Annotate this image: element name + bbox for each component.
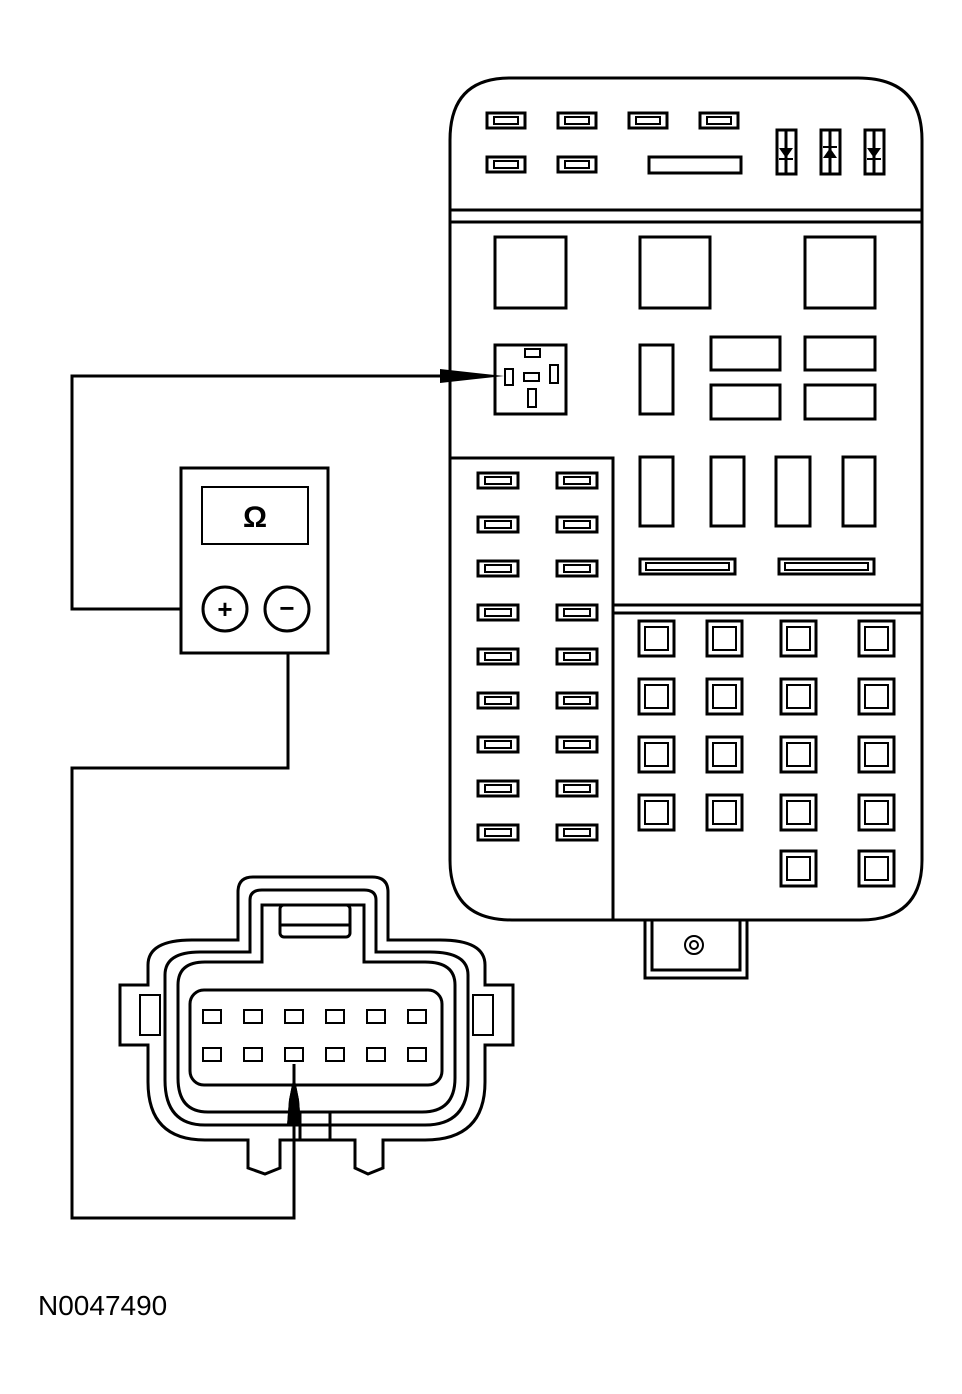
negative-terminal-label: − xyxy=(279,593,294,623)
diode-icon xyxy=(775,128,798,176)
ohm-symbol: Ω xyxy=(243,501,267,534)
ohmmeter: Ω + − xyxy=(179,466,330,655)
diode-icon xyxy=(863,128,886,176)
diode-icon xyxy=(819,128,842,176)
harness-connector xyxy=(118,875,515,1176)
relay-large xyxy=(493,235,568,310)
mounting-tab xyxy=(643,920,749,980)
relay-large xyxy=(638,235,712,310)
negative-terminal xyxy=(263,585,311,633)
cartridge-fuse-grid xyxy=(637,619,896,888)
positive-test-lead xyxy=(70,374,446,611)
relay-socket-under-test xyxy=(493,343,568,416)
meter-display xyxy=(201,486,309,545)
figure-id: N0047490 xyxy=(38,1290,168,1321)
mini-fuse-column xyxy=(476,471,599,842)
tested-pin xyxy=(284,1047,304,1062)
positive-terminal-label: + xyxy=(217,594,232,624)
positive-terminal xyxy=(201,585,249,633)
positive-probe-tip-icon xyxy=(440,369,504,383)
junction-box xyxy=(448,76,924,980)
top-fuse-row xyxy=(485,111,743,175)
relay-large xyxy=(803,235,877,310)
